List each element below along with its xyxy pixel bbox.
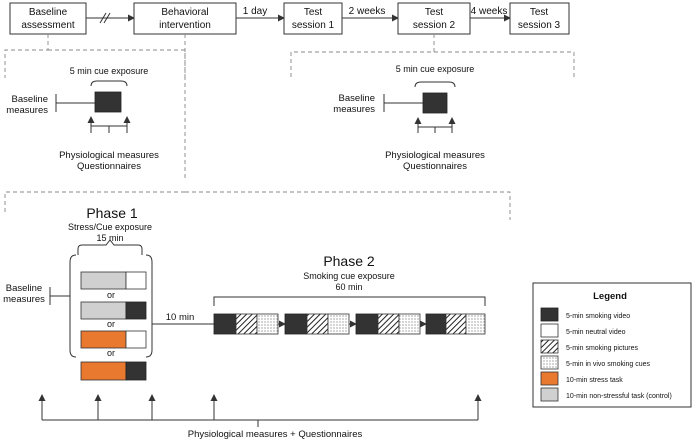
phase2-block2-invivo-cues	[327, 313, 350, 335]
legend-title: Legend	[593, 291, 627, 302]
legend-swatch-smoking-video	[540, 307, 559, 322]
session2-line1: Test	[425, 7, 444, 18]
phase1-or-2: or	[107, 319, 115, 329]
mini-right-baseline-2: measures	[333, 104, 375, 115]
phase1-left-paren	[69, 254, 77, 358]
phase1-opt4-smoking-video	[125, 361, 147, 381]
legend-swatch-stress-task	[540, 371, 559, 386]
behavioral-intervention-box	[133, 2, 237, 35]
phase-2: Phase 2 Smoking cue exposure 60 min	[213, 253, 486, 335]
intervention-line1: Behavioral	[161, 7, 208, 18]
legend: Legend 5-min smoking video 5-min neutral…	[532, 282, 692, 408]
dashed-phase-left	[4, 191, 185, 212]
dashed-right-right	[434, 51, 575, 80]
mini-left-baseline-2: measures	[6, 105, 48, 116]
phase2-block3-smoking-video	[355, 313, 379, 335]
legend-box	[532, 282, 692, 408]
phase1-subtitle-2: 15 min	[96, 233, 123, 243]
legend-label-smoking-pictures: 5-min smoking pictures	[566, 345, 638, 352]
phase1-opt1-neutral-video	[125, 271, 147, 290]
mini-right-measures-1: Physiological measures	[385, 150, 485, 161]
baseline-assessment-line1: Baseline	[29, 7, 68, 18]
phase2-bracket	[213, 296, 486, 306]
mini-left-smoking-block	[94, 91, 122, 113]
legend-label-smoking-video: 5-min smoking video	[566, 313, 630, 320]
phase1-opt2-control-task	[80, 301, 127, 320]
phase1-opt1-control-task	[80, 271, 127, 290]
phase2-delay-label: 10 min	[166, 312, 195, 323]
mini-left-baseline-1: Baseline	[12, 94, 48, 105]
phase2-block4-smoking-video	[425, 313, 447, 335]
baseline-measures-1: Baseline	[6, 283, 42, 294]
mini-right-baseline-1: Baseline	[339, 93, 375, 104]
mini-right-cue-label: 5 min cue exposure	[396, 64, 475, 74]
phase1-opt3-neutral-video	[125, 330, 147, 349]
legend-label-invivo-cues: 5-min in vivo smoking cues	[566, 361, 651, 368]
legend-swatch-invivo-cues	[540, 355, 559, 370]
mini-left-cue-label: 5 min cue exposure	[70, 66, 149, 76]
gap-label-2: 2 weeks	[349, 6, 386, 17]
phase1-right-paren	[145, 254, 153, 358]
break-mark-2	[103, 12, 111, 24]
session1-line2: session 1	[292, 20, 335, 31]
mini-diagram-left: 5 min cue exposure Baseline measures Phy…	[6, 66, 159, 172]
phase1-opt4-stress-task	[80, 361, 127, 381]
baseline-assessment-line2: assessment	[21, 20, 75, 31]
session1-line1: Test	[304, 7, 323, 18]
phase1-or-1: or	[107, 290, 115, 300]
gap-label-3: 4 weeks	[471, 6, 508, 17]
baseline-measures-2: measures	[3, 294, 45, 305]
legend-label-neutral-video: 5-min neutral video	[566, 329, 626, 336]
phase1-subtitle-1: Stress/Cue exposure	[68, 222, 152, 232]
phase2-block4-smoking-pictures	[445, 313, 467, 335]
phase-baseline: Baseline measures 10 min	[3, 283, 214, 325]
phase-1: Phase 1 Stress/Cue exposure 15 min or or…	[68, 205, 153, 381]
mini-left-bracket	[90, 80, 128, 87]
timeline: Baseline assessment Behavioral intervent…	[9, 2, 570, 35]
legend-swatch-neutral-video	[540, 323, 559, 338]
phase2-block3-smoking-pictures	[377, 313, 400, 335]
dashed-left-outer	[4, 34, 49, 78]
phase1-or-3: or	[107, 348, 115, 358]
phase2-block1-smoking-video	[213, 313, 237, 335]
phase2-subtitle-1: Smoking cue exposure	[303, 271, 395, 281]
phase1-top-brace	[77, 239, 143, 255]
test-session-3-box	[509, 2, 570, 35]
gap-label-1: 1 day	[243, 6, 267, 17]
dashed-connectors	[4, 34, 575, 220]
bottom-measures: Physiological measures + Questionnaires	[38, 394, 482, 440]
legend-swatch-control-task	[540, 387, 559, 402]
phase2-block1-invivo-cues	[256, 313, 279, 335]
legend-label-stress-task: 10-min stress task	[566, 377, 623, 384]
phase2-block4-invivo-cues	[465, 313, 486, 335]
legend-swatch-smoking-pictures	[540, 339, 559, 354]
intervention-line2: intervention	[159, 20, 211, 31]
phase2-title: Phase 2	[323, 253, 375, 269]
mini-right-measures-2: Questionnaires	[403, 161, 467, 172]
mini-left-measures-2: Questionnaires	[77, 161, 141, 172]
session2-line2: session 2	[413, 20, 456, 31]
test-session-1-box	[283, 2, 343, 35]
bottom-measures-label: Physiological measures + Questionnaires	[188, 429, 363, 440]
phase2-block2-smoking-video	[284, 313, 308, 335]
baseline-assessment-box	[9, 2, 87, 35]
mini-right-smoking-block	[422, 92, 448, 114]
mini-left-measures-1: Physiological measures	[59, 150, 159, 161]
dashed-right-left	[290, 34, 435, 80]
phase2-block1-smoking-pictures	[235, 313, 258, 335]
phase2-subtitle-2: 60 min	[335, 282, 362, 292]
phase2-block2-smoking-pictures	[306, 313, 329, 335]
session3-line2: session 3	[518, 20, 561, 31]
session3-line1: Test	[530, 7, 549, 18]
dashed-phase-top	[185, 191, 511, 220]
mini-diagram-right: 5 min cue exposure Baseline measures Phy…	[333, 64, 485, 172]
phase1-opt3-stress-task	[80, 330, 127, 349]
legend-label-control-task: 10-min non-stressful task (control)	[566, 393, 672, 400]
break-mark-1	[99, 12, 107, 24]
phase1-title: Phase 1	[86, 205, 138, 221]
phase2-block3-invivo-cues	[398, 313, 421, 335]
phase1-opt2-smoking-video	[125, 301, 147, 320]
mini-right-bracket	[414, 81, 456, 88]
